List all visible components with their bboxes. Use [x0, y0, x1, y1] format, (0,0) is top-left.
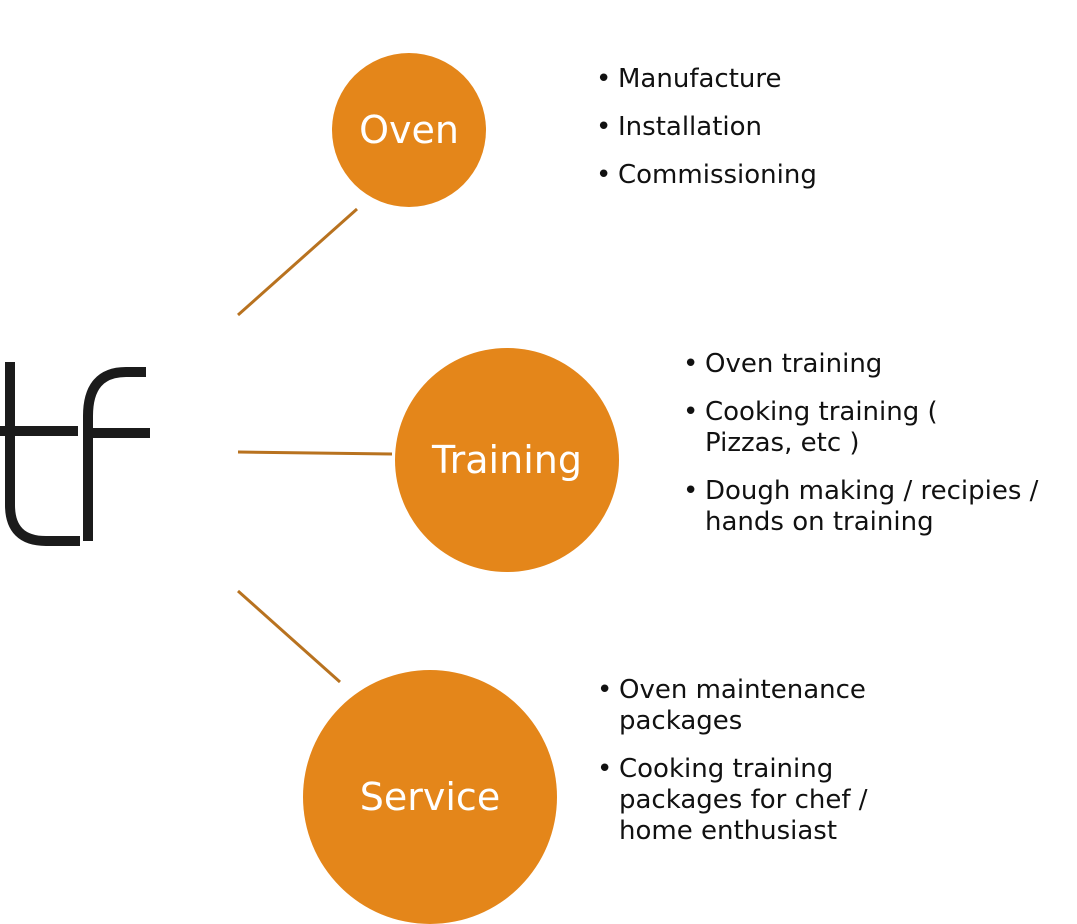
node-oven: Oven [332, 53, 486, 207]
bullet-item: Manufacture [596, 64, 896, 95]
connector-training [237, 450, 393, 456]
service-bullet-list: Oven maintenance packages Cooking traini… [597, 675, 957, 864]
node-oven-label: Oven [359, 108, 459, 152]
bullet-item: Cooking training packages for chef / hom… [597, 754, 919, 847]
diagram-canvas: tf [0, 207, 393, 684]
oven-bullet-list: Manufacture Installation Commissioning [596, 64, 896, 208]
tf-logo: tf [0, 362, 150, 546]
connector-oven [237, 207, 358, 317]
node-training: Training [395, 348, 619, 572]
bullet-item: Oven maintenance packages [597, 675, 919, 737]
training-bullet-list: Oven training Cooking training ( Pizzas,… [683, 349, 1073, 555]
node-training-label: Training [432, 438, 582, 482]
bullet-item: Oven training [683, 349, 1073, 380]
bullet-item: Commissioning [596, 160, 896, 191]
bullet-item: Dough making / recipies / hands on train… [683, 476, 1075, 538]
bullet-item: Cooking training ( Pizzas, etc ) [683, 397, 990, 459]
bullet-item: Installation [596, 112, 896, 143]
node-service: Service [303, 670, 557, 924]
node-service-label: Service [359, 775, 501, 819]
connector-service [237, 589, 341, 684]
logo-letter-f [83, 367, 150, 541]
logo-letter-t [0, 362, 80, 546]
